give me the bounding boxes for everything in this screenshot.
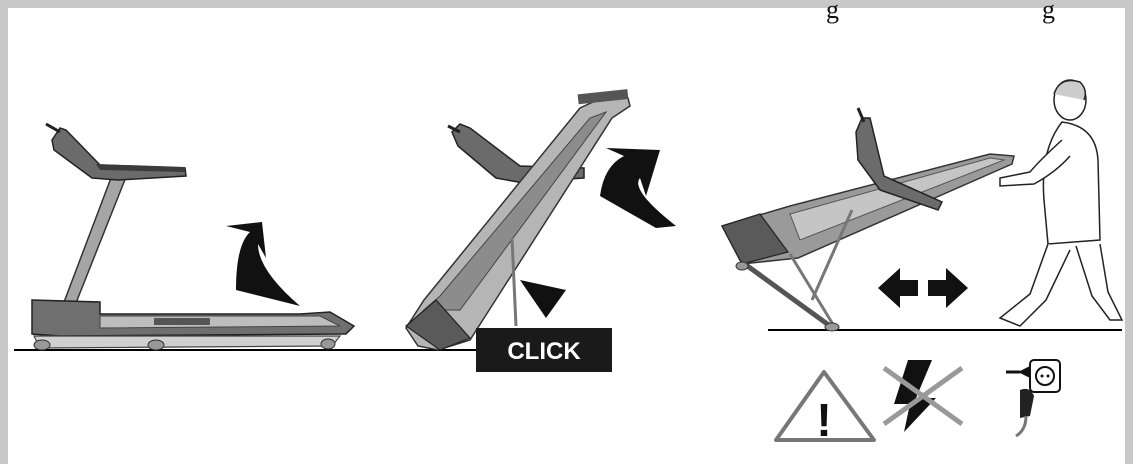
- frame-border: [4, 4, 1129, 464]
- person-pushing: [1000, 80, 1122, 326]
- deck-belt: [100, 316, 340, 328]
- svg-text:!: !: [816, 394, 831, 446]
- top-text-right: g: [1042, 0, 1055, 24]
- transport-wheel-back: [736, 262, 748, 270]
- move-left-arrow-icon: [878, 268, 918, 308]
- transport-wheel: [825, 323, 839, 331]
- person-torso: [1043, 122, 1100, 244]
- fold-arrow-icon: [600, 148, 676, 228]
- rear-wheel: [321, 339, 335, 349]
- deck-panel: [154, 318, 210, 325]
- treadmill-transport: [722, 80, 1122, 331]
- treadmill-folded-click: CLICK: [406, 89, 676, 372]
- warning-triangle-icon: !: [776, 372, 874, 446]
- fold-up-arrow-icon: [226, 222, 300, 306]
- console-handle: [46, 124, 60, 132]
- click-label: CLICK: [507, 338, 581, 365]
- person-leg-front: [1000, 244, 1070, 326]
- no-electricity-icon: [884, 360, 962, 432]
- mid-foot: [148, 340, 164, 350]
- transport-leg-1: [742, 262, 830, 326]
- upright-post: [58, 170, 128, 318]
- click-pointer-icon: [520, 280, 566, 318]
- front-wheel: [34, 340, 50, 350]
- console: [52, 128, 186, 180]
- move-right-arrow-icon: [928, 268, 968, 308]
- person-leg-back: [1076, 244, 1122, 320]
- base-frame: [34, 336, 340, 348]
- unplug-icon: [1006, 360, 1060, 436]
- warning-icons: !: [776, 360, 1060, 446]
- top-text-left: g: [826, 0, 839, 24]
